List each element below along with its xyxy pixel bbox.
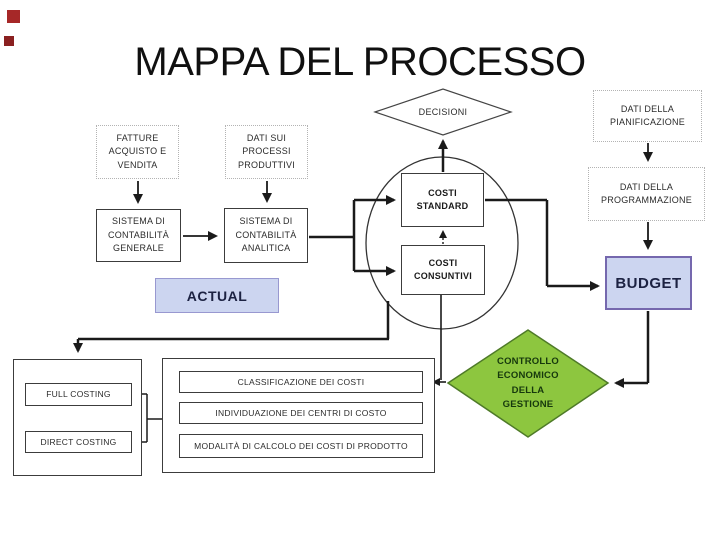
node-dati-pianificazione-label: DATI DELLA PIANIFICAZIONE [609,103,685,128]
node-fatture: FATTURE ACQUISTO E VENDITA [96,125,179,179]
node-costi-standard-label: COSTI STANDARD [416,187,469,212]
controllo-diamond-shape [446,329,610,438]
node-actual: ACTUAL [155,278,279,313]
node-dati-pianificazione: DATI DELLA PIANIFICAZIONE [593,90,702,142]
node-controllo-label: CONTROLLO ECONOMICO DELLA GESTIONE [497,356,559,410]
node-dati-processi: DATI SUI PROCESSI PRODUTTIVI [225,125,308,179]
node-fatture-label: FATTURE ACQUISTO E VENDITA [108,132,167,170]
node-full-costing-label: FULL COSTING [46,389,111,400]
node-costi-consuntivi: COSTI CONSUNTIVI [401,245,485,295]
thick-connectors [73,139,650,388]
node-sistema-analitica: SISTEMA DI CONTABILITÀ ANALITICA [224,208,308,263]
node-costi-standard: COSTI STANDARD [401,173,484,227]
costing-methods-container [13,359,142,476]
node-dati-programmazione-label: DATI DELLA PROGRAMMAZIONE [600,181,692,206]
node-classificazione-label: CLASSIFICAZIONE DEI COSTI [237,376,365,387]
node-sistema-generale-label: SISTEMA DI CONTABILITÀ GENERALE [107,216,170,254]
node-budget-label: BUDGET [615,274,682,292]
node-dati-programmazione: DATI DELLA PROGRAMMAZIONE [588,167,705,221]
node-individuazione: INDIVIDUAZIONE DEI CENTRI DI COSTO [179,402,423,424]
node-dati-processi-label: DATI SUI PROCESSI PRODUTTIVI [237,132,295,170]
node-sistema-analitica-label: SISTEMA DI CONTABILITÀ ANALITICA [235,216,297,254]
decisioni-diamond-shape [373,88,513,136]
node-full-costing: FULL COSTING [25,383,132,406]
node-decisioni-label: DECISIONI [418,107,468,117]
node-direct-costing: DIRECT COSTING [25,431,132,453]
node-modalita: MODALITÀ DI CALCOLO DEI COSTI DI PRODOTT… [179,434,423,458]
node-individuazione-label: INDIVIDUAZIONE DEI CENTRI DI COSTO [215,407,387,418]
node-costi-consuntivi-label: COSTI CONSUNTIVI [413,257,472,282]
node-actual-label: ACTUAL [186,287,248,304]
corner-decoration-square-top [7,10,20,23]
node-classificazione: CLASSIFICAZIONE DEI COSTI [179,371,423,393]
node-direct-costing-label: DIRECT COSTING [40,436,117,447]
node-sistema-generale: SISTEMA DI CONTABILITÀ GENERALE [96,209,181,262]
node-budget: BUDGET [605,256,692,310]
connectors [133,143,653,443]
corner-decoration-square-bottom [4,36,14,46]
node-modalita-label: MODALITÀ DI CALCOLO DEI COSTI DI PRODOTT… [194,440,408,451]
slide-title: MAPPA DEL PROCESSO [134,40,586,84]
